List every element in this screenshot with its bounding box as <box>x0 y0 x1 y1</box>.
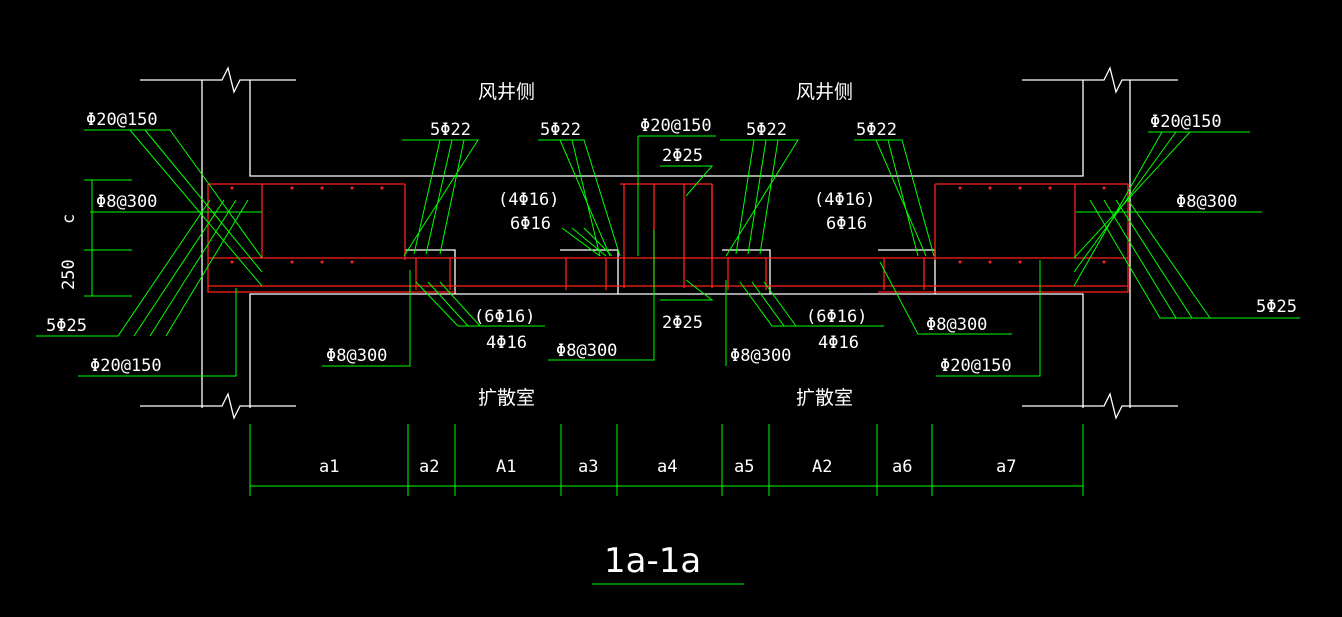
rebar-label-right-phi8: Φ8@300 <box>1176 192 1237 212</box>
rebar-cages <box>207 183 1129 293</box>
rebar-label-5phi22-c: 5Φ22 <box>746 120 787 140</box>
dimension-label-a5: a5 <box>734 457 754 477</box>
dimension-label-a7: a7 <box>996 457 1016 477</box>
rebar-label-right-4phi16: 4Φ16 <box>818 333 859 353</box>
dimension-label-A1: A1 <box>496 457 516 477</box>
zone-label-bottom-left: 扩散室 <box>478 387 535 409</box>
rebar-label-right-6phi16: 6Φ16 <box>826 214 867 234</box>
zone-label-bottom-right: 扩散室 <box>796 387 853 409</box>
rebar-label-left-4phi16-paren: (4Φ16) <box>498 190 559 210</box>
rebar-label-right2-phi8: Φ8@300 <box>926 315 987 335</box>
rebar-label-5phi22-d: 5Φ22 <box>856 120 897 140</box>
rebar-label-5phi22-b: 5Φ22 <box>540 120 581 140</box>
dim-label-c: c <box>59 214 79 224</box>
rebar-label-center-2phi25-top: 2Φ25 <box>662 146 703 166</box>
rebar-label-left-5phi25: 5Φ25 <box>46 316 87 336</box>
rebar-label-left-phi8-bottom: Φ8@300 <box>326 346 387 366</box>
rebar-label-right-top-phi20: Φ20@150 <box>1150 112 1222 132</box>
dimension-label-a6: a6 <box>892 457 912 477</box>
rebar-label-center-phi20: Φ20@150 <box>640 116 712 136</box>
dimension-chain <box>249 424 1084 496</box>
rebar-label-center-phi8-bottom: Φ8@300 <box>556 341 617 361</box>
rebar-label-left-top-phi20: Φ20@150 <box>86 110 158 130</box>
rebar-label-right2-phi20: Φ20@150 <box>940 356 1012 376</box>
dimension-label-a2: a2 <box>419 457 439 477</box>
rebar-label-left-6phi16: 6Φ16 <box>510 214 551 234</box>
rebar-label-right-6phi16-paren: (6Φ16) <box>806 307 867 327</box>
concrete-outline <box>140 66 1178 420</box>
dimension-label-a1: a1 <box>319 457 339 477</box>
rebar-label-center-2phi25-bottom: 2Φ25 <box>662 313 703 333</box>
rebar-label-5phi22-a: 5Φ22 <box>430 120 471 140</box>
dimension-label-a4: a4 <box>657 457 677 477</box>
zone-label-top-right: 风井侧 <box>796 81 853 103</box>
rebar-label-right-5phi25: 5Φ25 <box>1256 297 1297 317</box>
rebar-label-left-6phi16-paren: (6Φ16) <box>474 307 535 327</box>
zone-label-top-left: 风井侧 <box>478 81 535 103</box>
rebar-label-left-bottom-phi20: Φ20@150 <box>90 356 162 376</box>
rebar-label-right-4phi16-paren: (4Φ16) <box>814 190 875 210</box>
dimension-label-a3: a3 <box>578 457 598 477</box>
leader-lines <box>36 129 1300 377</box>
dim-label-250: 250 <box>59 259 79 290</box>
rebar-label-right-phi8-bottom: Φ8@300 <box>730 346 791 366</box>
dimension-label-A2: A2 <box>812 457 832 477</box>
rebar-label-left-phi8: Φ8@300 <box>96 192 157 212</box>
section-title: 1a-1a <box>604 541 701 581</box>
rebar-label-left-4phi16: 4Φ16 <box>486 333 527 353</box>
